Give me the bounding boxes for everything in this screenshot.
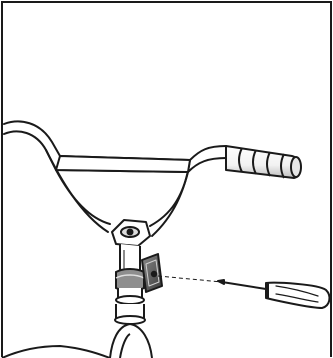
handlebar-grip	[226, 146, 301, 178]
handlebar	[4, 121, 226, 236]
screwdriver	[218, 280, 329, 308]
handlebar-crossbar	[56, 156, 190, 172]
guide-dashed-line	[158, 276, 222, 282]
stem-clamp	[112, 220, 150, 246]
frame-top	[2, 324, 152, 358]
reflector	[142, 254, 162, 292]
headset-tube	[115, 288, 145, 324]
reflector-bracket	[116, 269, 144, 291]
